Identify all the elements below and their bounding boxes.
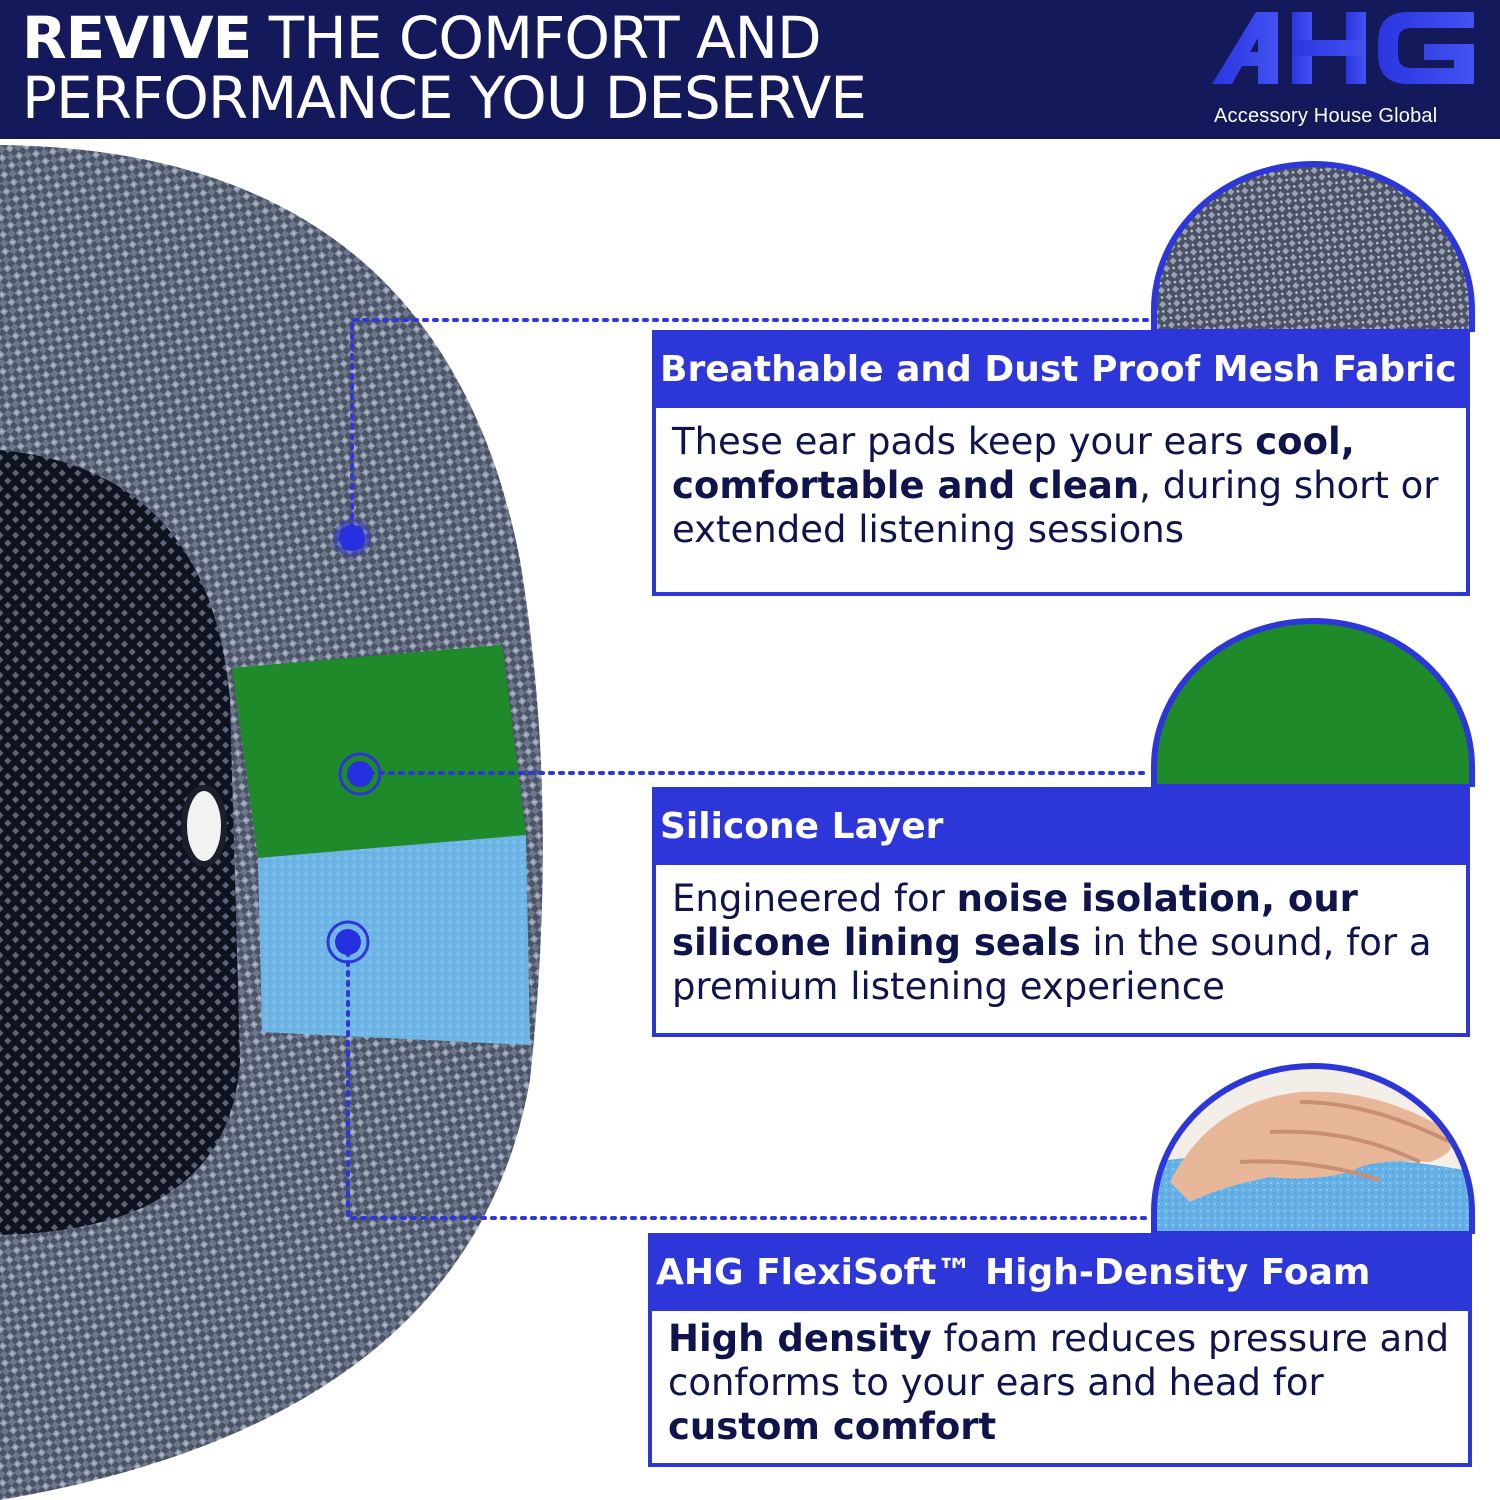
mesh-swatch-icon (1151, 161, 1475, 332)
headline: REVIVE THE COMFORT AND PERFORMANCE YOU D… (22, 8, 867, 128)
feature-title: Silicone Layer (652, 787, 1470, 865)
feature-description: High density foam reduces pressure and c… (648, 1311, 1472, 1467)
headline-line2: PERFORMANCE YOU DESERVE (22, 64, 867, 132)
feature-title: Breathable and Dust Proof Mesh Fabric (652, 330, 1470, 408)
header-banner: REVIVE THE COMFORT AND PERFORMANCE YOU D… (0, 0, 1500, 139)
feature-panel-foam: AHG FlexiSoft™ High-Density Foam High de… (648, 1233, 1472, 1467)
logo-tagline: Accessory House Global (1214, 105, 1438, 127)
foam-layer-sample (258, 835, 530, 1045)
feature-description: These ear pads keep your ears cool, comf… (652, 408, 1470, 596)
silicone-swatch-icon (1151, 618, 1475, 787)
headline-line1-rest: THE COMFORT AND (251, 4, 822, 72)
silicone-layer-sample (232, 645, 526, 858)
feature-description: Engineered for noise isolation, our sili… (652, 865, 1470, 1037)
feature-panel-mesh: Breathable and Dust Proof Mesh Fabric Th… (652, 330, 1470, 596)
marker-mesh (333, 519, 371, 557)
marker-silicone (338, 752, 382, 796)
headline-strong-word: REVIVE (22, 4, 252, 72)
feature-panel-silicone: Silicone Layer Engineered for noise isol… (652, 787, 1470, 1037)
marker-foam (326, 920, 370, 964)
ear-pad-image (0, 145, 543, 1500)
feature-title: AHG FlexiSoft™ High-Density Foam (648, 1233, 1472, 1311)
foam-swatch-icon (1151, 1063, 1475, 1234)
ahg-logo-icon (1212, 12, 1474, 84)
